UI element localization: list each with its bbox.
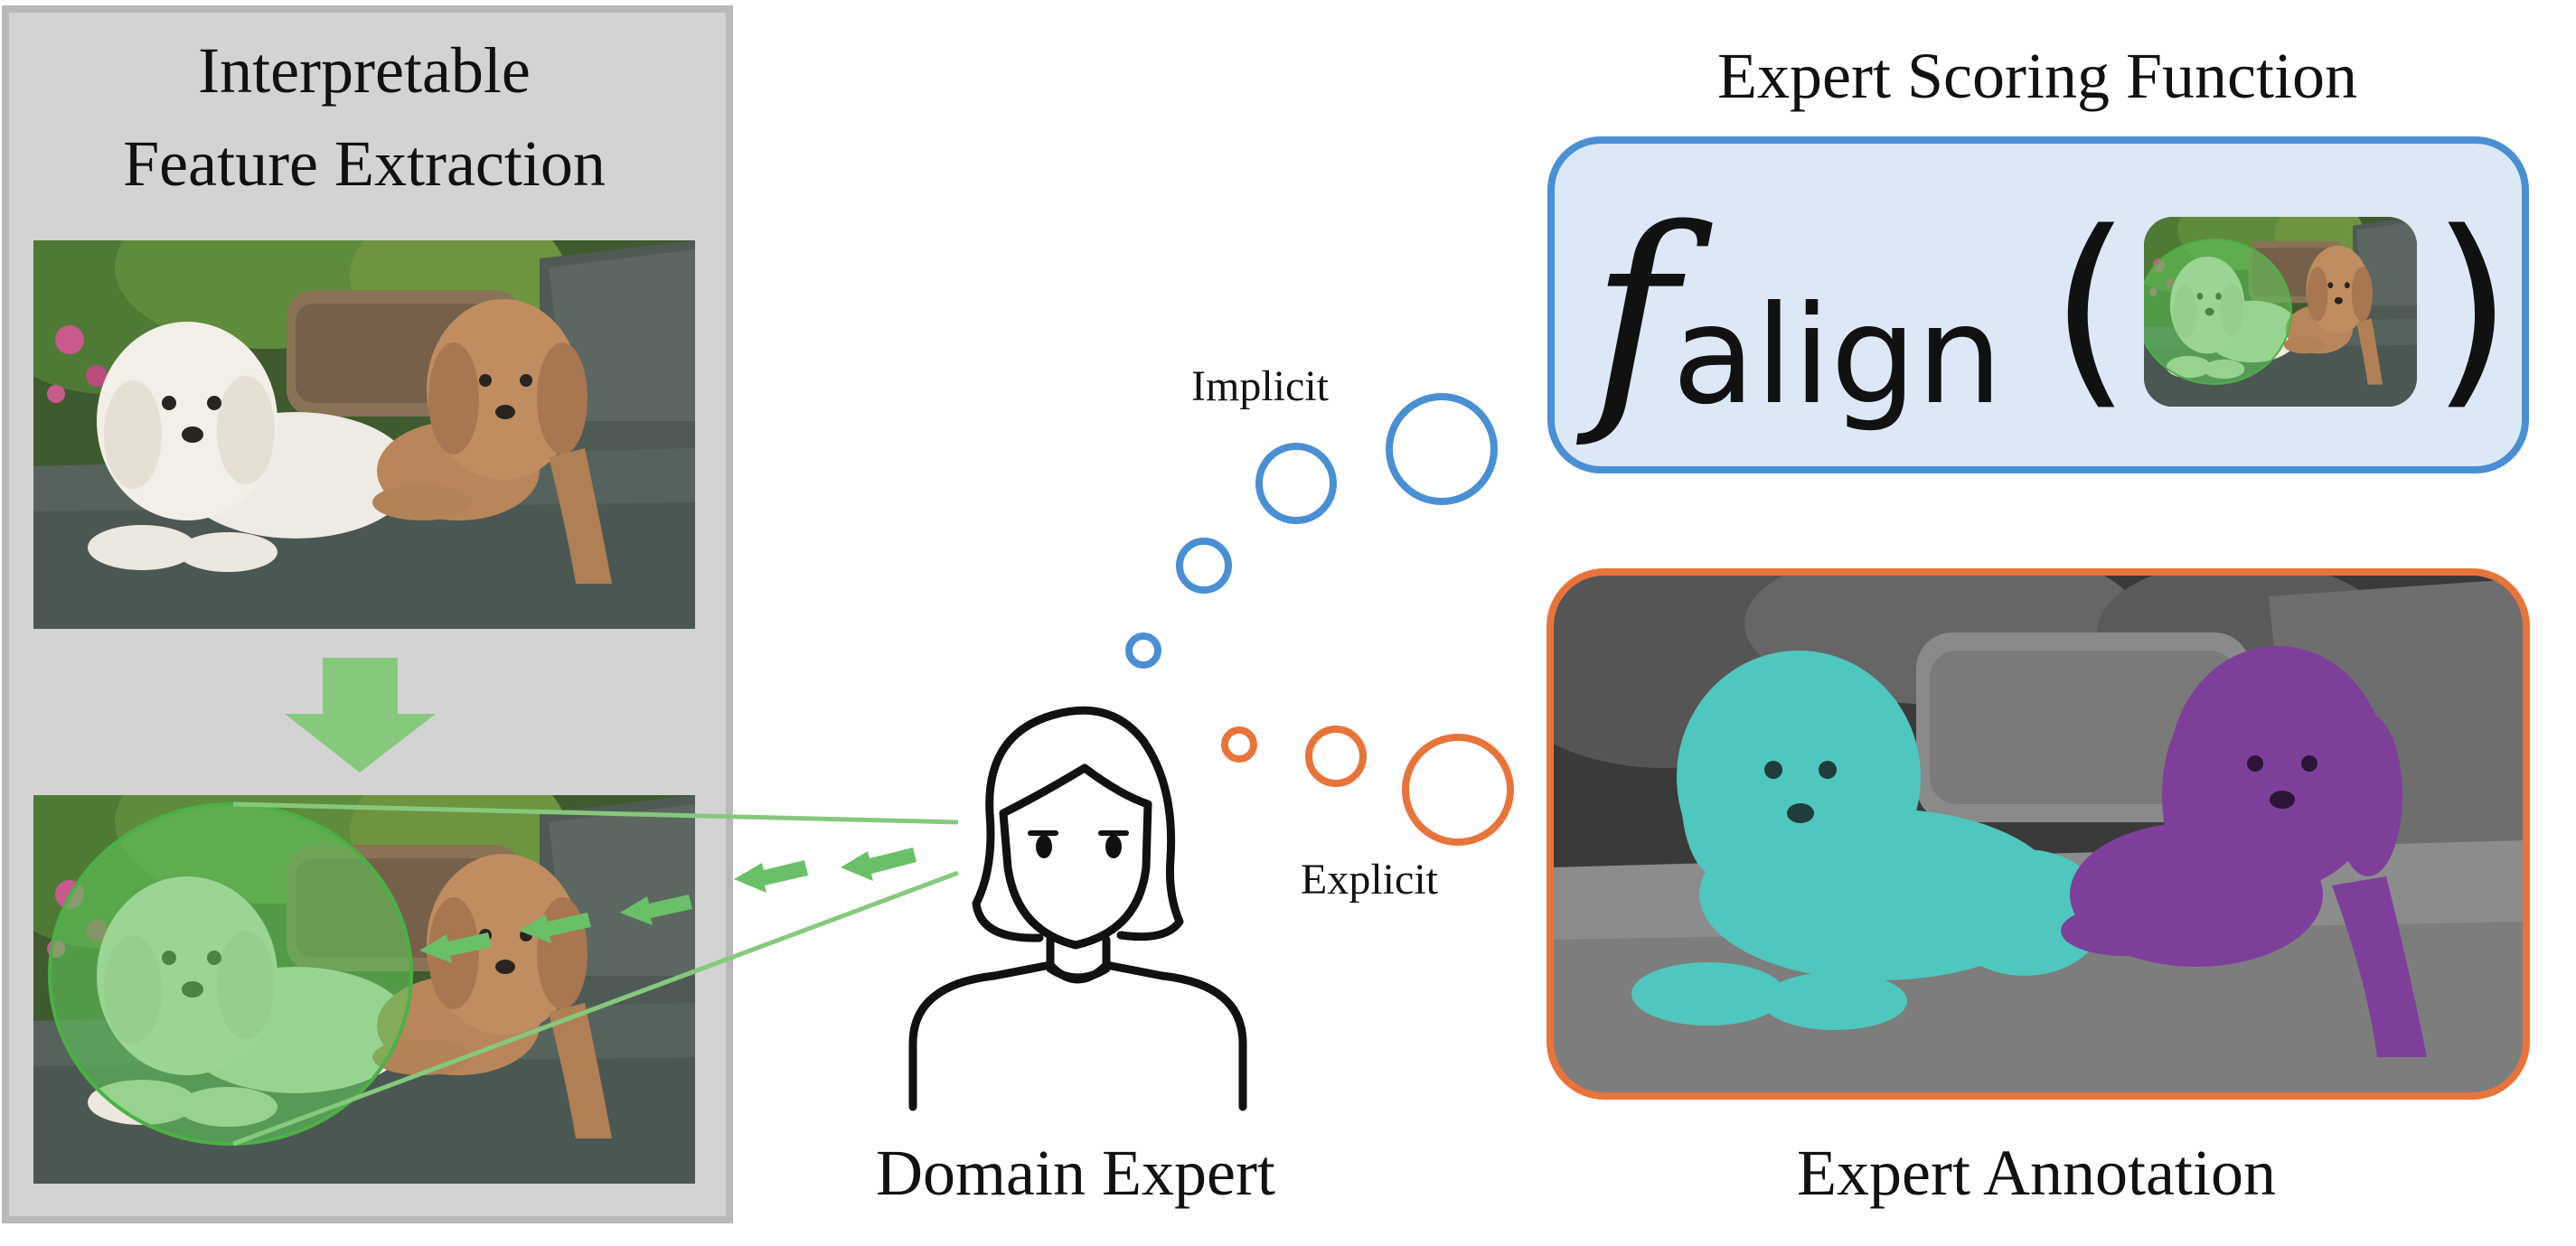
panel-title-line2: Feature Extraction bbox=[123, 127, 606, 200]
feature-connector-lines bbox=[232, 801, 959, 1147]
teal-dog-mask bbox=[1631, 651, 2106, 1030]
open-paren: ( bbox=[2050, 188, 2131, 429]
function-subscript: align bbox=[1672, 277, 2003, 435]
expert-annotation-title: Expert Annotation bbox=[1797, 1137, 2276, 1209]
domain-expert-label: Domain Expert bbox=[876, 1137, 1275, 1209]
implicit-thought-bubbles bbox=[1125, 393, 1498, 669]
thumbnail-photo bbox=[2144, 217, 2417, 407]
highlighted-photo bbox=[33, 795, 695, 1184]
feature-extraction-panel: Interpretable Feature Extraction bbox=[2, 5, 733, 1223]
close-paren: ) bbox=[2431, 188, 2513, 429]
down-arrow-icon bbox=[285, 658, 436, 773]
scoring-function-title: Expert Scoring Function bbox=[1717, 40, 2357, 112]
scoring-function-box: f align ( ) bbox=[1547, 136, 2529, 473]
panel-title-line1: Interpretable bbox=[198, 34, 531, 107]
implicit-label: Implicit bbox=[1191, 362, 1330, 410]
explicit-thought-bubbles bbox=[1221, 726, 1514, 846]
domain-expert-icon bbox=[908, 706, 1247, 1111]
purple-dog-mask bbox=[2061, 646, 2427, 1057]
input-photo bbox=[33, 240, 695, 629]
explicit-label: Explicit bbox=[1301, 856, 1439, 904]
dashed-arrows-icon bbox=[419, 848, 917, 963]
expert-annotation-box bbox=[1547, 568, 2530, 1100]
feature-highlight bbox=[48, 802, 413, 1146]
